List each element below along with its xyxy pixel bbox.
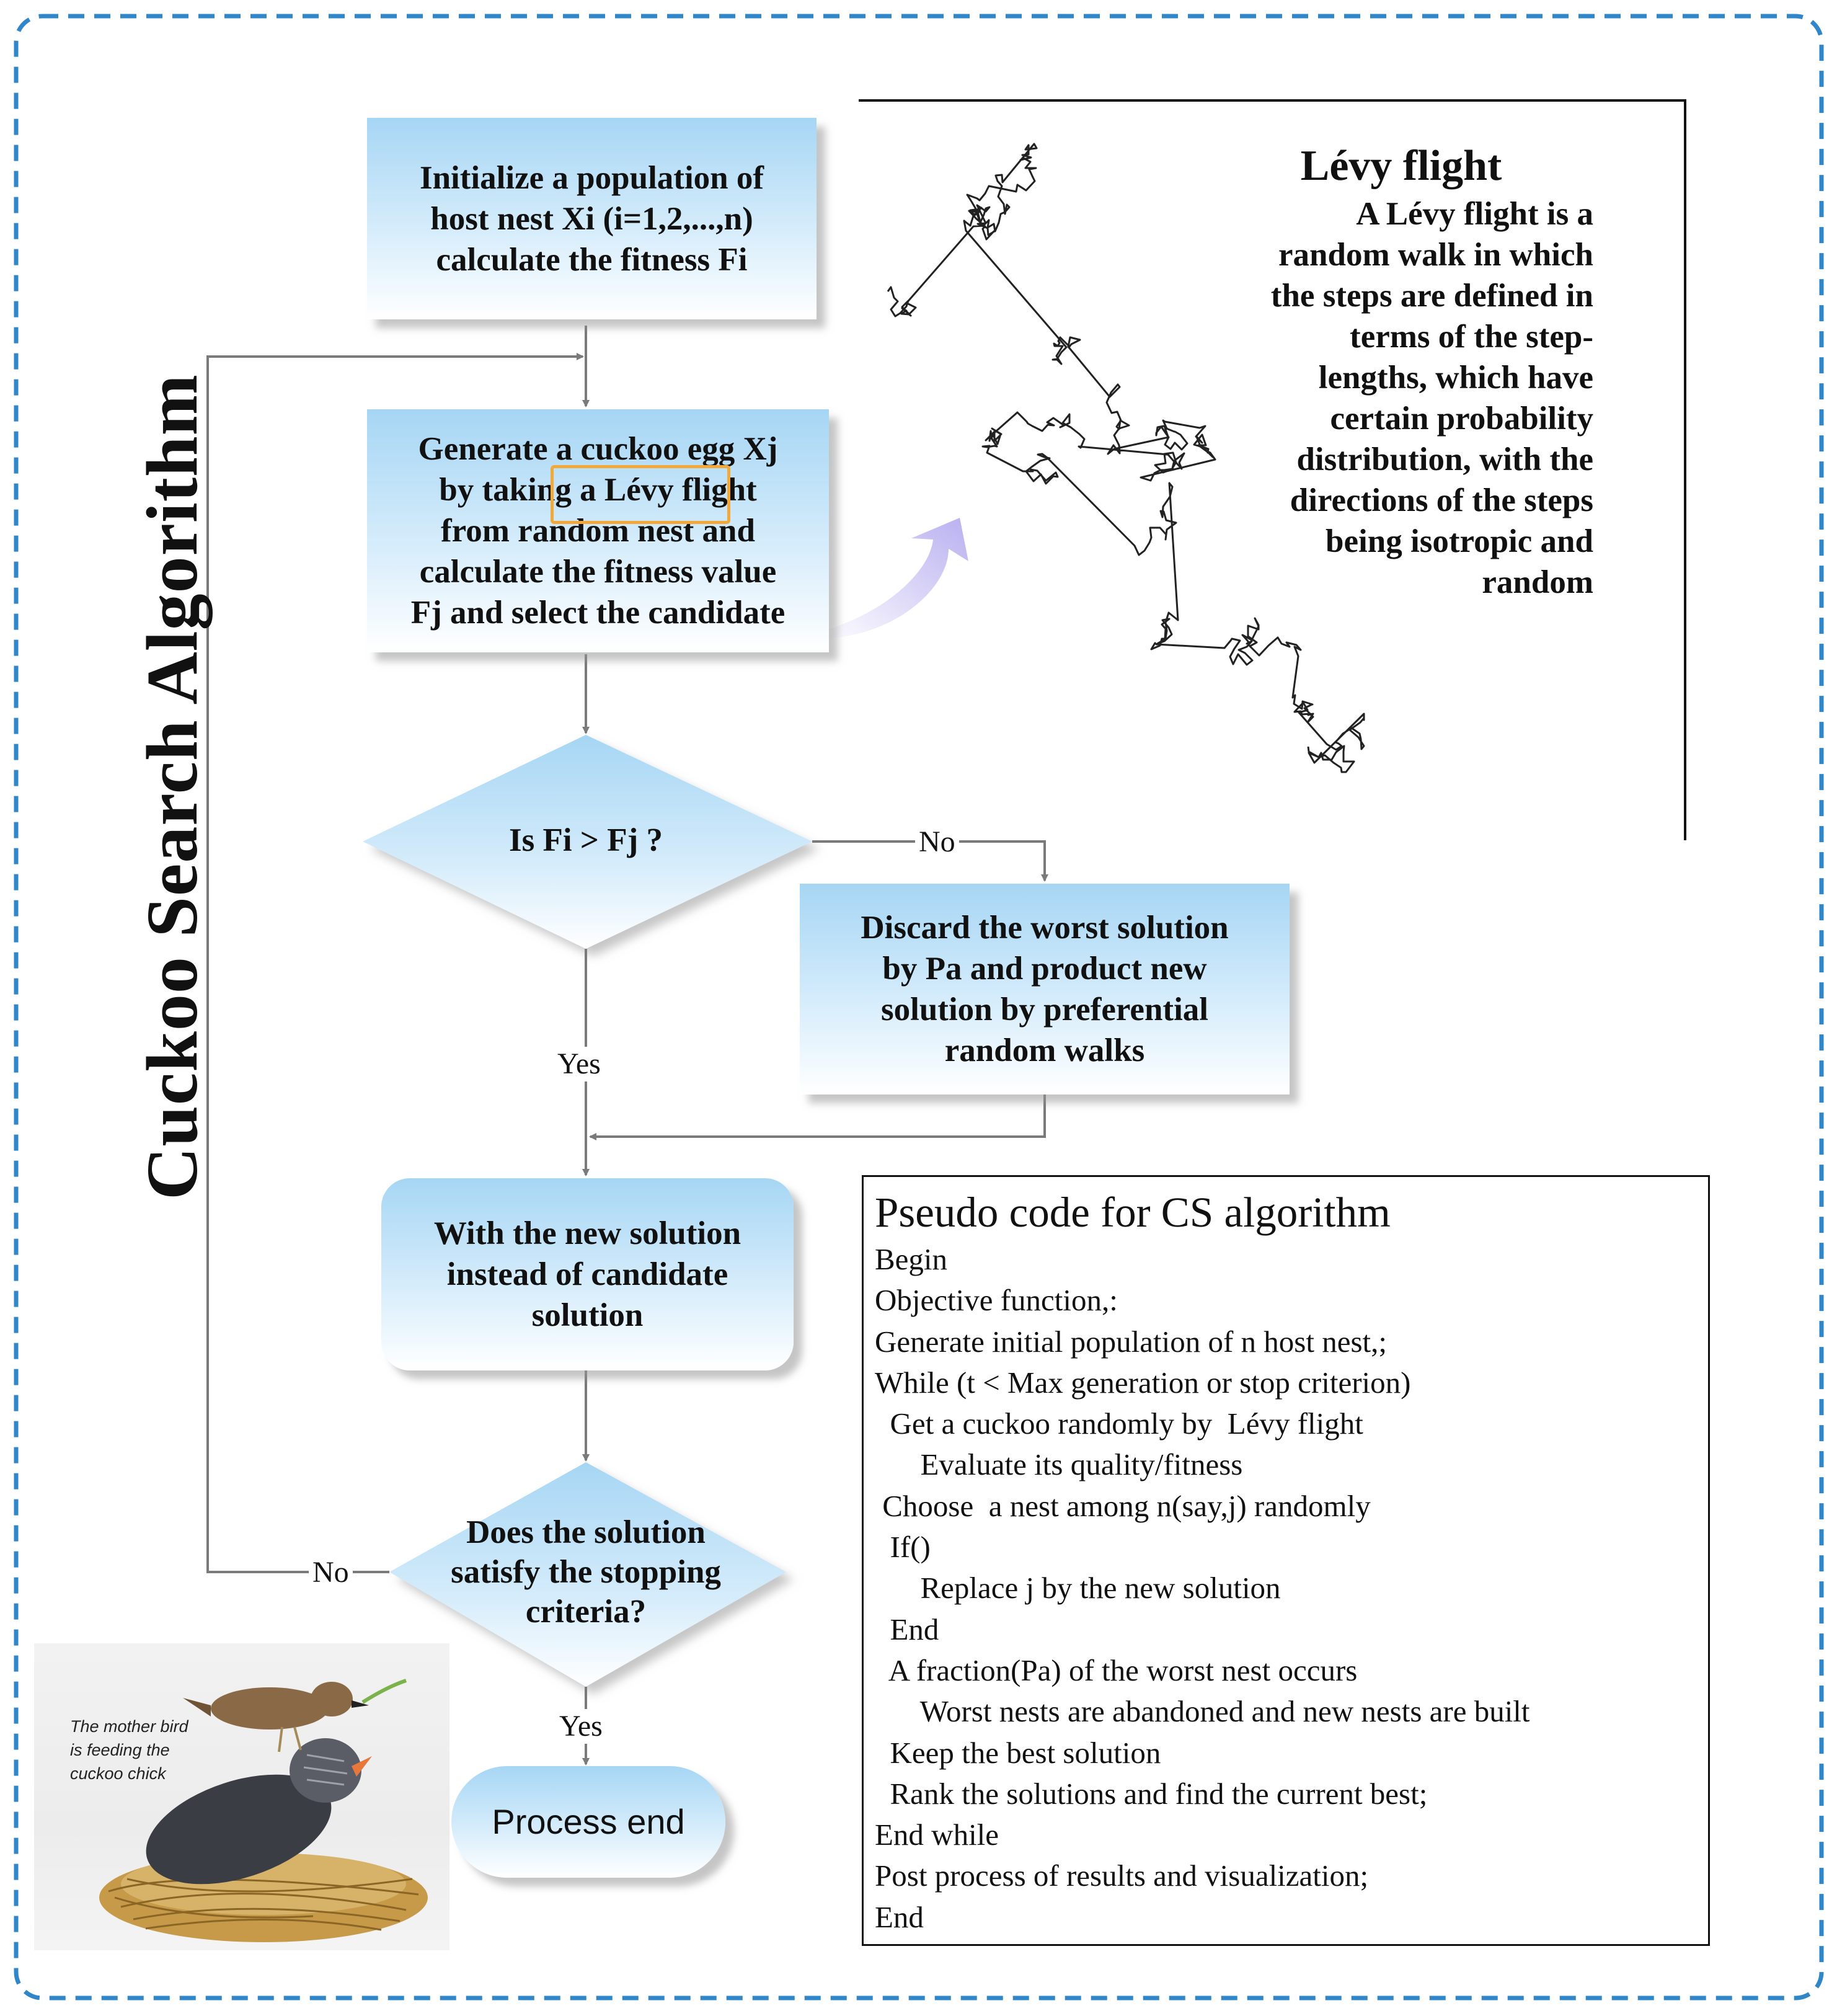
- pseudocode-line: Worst nests are abandoned and new nests …: [875, 1694, 1530, 1729]
- levy-panel-border: [859, 99, 1686, 840]
- pseudocode-line: Evaluate its quality/fitness: [875, 1447, 1243, 1482]
- decision-diamond-2: [389, 1462, 786, 1687]
- discard-line-2: by Pa and product new: [882, 951, 1207, 987]
- curved-arrow: [817, 518, 968, 639]
- decision-diamond-1: [363, 735, 812, 949]
- replace-line-3: solution: [531, 1297, 644, 1333]
- discard-line-3: solution by preferential: [880, 992, 1209, 1028]
- label-yes-2: Yes: [556, 1709, 606, 1744]
- pseudocode-line: Generate initial population of n host ne…: [875, 1324, 1388, 1359]
- levy-title: Lévy flight: [1300, 142, 1502, 190]
- pseudocode-line: While (t < Max generation or stop criter…: [875, 1365, 1411, 1400]
- pseudocode-line: End: [875, 1899, 924, 1934]
- bird-illustration: The mother bird is feeding the cuckoo ch…: [34, 1643, 449, 1950]
- bird-caption: The mother bird is feeding the cuckoo ch…: [70, 1717, 188, 1783]
- decision-2-line-2: satisfy the stopping: [451, 1554, 721, 1590]
- pseudocode-box: Pseudo code for CS algorithm Begin Objec…: [862, 1175, 1710, 1946]
- pseudocode-title: Pseudo code for CS algorithm: [875, 1189, 1391, 1236]
- pseudocode-line: End while: [875, 1818, 999, 1852]
- generate-line-1: Generate a cuckoo egg Xj: [418, 431, 778, 467]
- pseudocode-line: Get a cuckoo randomly by Lévy flight: [875, 1406, 1363, 1441]
- levy-line-5: lengths, which have: [1318, 360, 1593, 396]
- pseudocode-line: Replace j by the new solution: [875, 1571, 1281, 1605]
- levy-description: A Lévy flight is a random walk in which …: [1141, 193, 1593, 603]
- levy-line-10: random: [1482, 564, 1593, 600]
- replace-line-1: With the new solution: [433, 1215, 741, 1251]
- label-yes-1: Yes: [554, 1047, 604, 1081]
- generate-line-5: Fj and select the candidate: [410, 595, 786, 631]
- levy-line-3: the steps are defined in: [1270, 278, 1593, 314]
- levy-walk-path: [887, 143, 1365, 773]
- pseudocode-line: Begin: [875, 1242, 948, 1276]
- process-end-box: Process end: [451, 1766, 725, 1878]
- init-line-3: calculate the fitness Fi: [436, 241, 748, 278]
- decision-2-line-1: Does the solution: [466, 1514, 706, 1550]
- discard-line-4: random walks: [944, 1032, 1145, 1068]
- init-line-1: Initialize a population of: [419, 159, 764, 196]
- replace-box: With the new solution instead of candida…: [381, 1178, 794, 1370]
- levy-line-7: distribution, with the: [1296, 442, 1593, 477]
- init-box: Initialize a population of host nest Xi …: [367, 118, 817, 319]
- pseudocode-line: Post process of results and visualizatio…: [875, 1858, 1369, 1893]
- levy-line-8: directions of the steps: [1290, 482, 1593, 518]
- levy-line-2: random walk in which: [1278, 237, 1593, 273]
- replace-line-2: instead of candidate: [446, 1256, 728, 1292]
- pseudocode-line: Objective function,:: [875, 1283, 1118, 1318]
- decision-1-text: Is Fi > Fj ?: [508, 822, 663, 858]
- pseudocode-line: Choose a nest among n(say,j) randomly: [875, 1488, 1371, 1523]
- levy-line-1: A Lévy flight is a: [1356, 196, 1593, 232]
- label-no-2: No: [309, 1555, 353, 1590]
- discard-box: Discard the worst solution by Pa and pro…: [800, 884, 1290, 1095]
- outer-frame: [14, 14, 1824, 2000]
- levy-line-9: being isotropic and: [1326, 523, 1593, 559]
- levy-line-4: terms of the step-: [1350, 319, 1593, 355]
- generate-line-4: calculate the fitness value: [419, 554, 777, 590]
- init-line-2: host nest Xi (i=1,2,...,n): [430, 200, 753, 237]
- levy-flight-walk: [887, 143, 1365, 773]
- label-no-1: No: [915, 825, 959, 859]
- decision-2-text: Does the solution satisfy the stopping c…: [409, 1507, 763, 1637]
- generate-line-3: from random nest and: [441, 513, 755, 549]
- generate-box: Generate a cuckoo egg Xj by taking a Lév…: [367, 409, 829, 652]
- vertical-title: Cuckoo Search Algorithm: [131, 374, 213, 1200]
- levy-line-6: certain probability: [1330, 401, 1594, 437]
- discard-line-1: Discard the worst solution: [861, 910, 1229, 946]
- arrow-no-loop: [206, 353, 584, 1573]
- decision-2-line-3: criteria?: [525, 1594, 647, 1630]
- bird-nest-drawing: [99, 1679, 428, 1942]
- arrow-discard-merge: [589, 1095, 1046, 1140]
- pseudocode-line: A fraction(Pa) of the worst nest occurs: [875, 1653, 1358, 1687]
- generate-line-2: by taking a Lévy flight: [439, 472, 757, 508]
- pseudocode-line: Rank the solutions and find the current …: [875, 1776, 1428, 1811]
- pseudocode-line: If(): [875, 1530, 931, 1565]
- arrow-no-to-discard: [812, 840, 1048, 882]
- levy-highlight-box: [551, 465, 730, 524]
- pseudocode-line: Keep the best solution: [875, 1735, 1161, 1770]
- pseudocode-line: End: [875, 1612, 939, 1646]
